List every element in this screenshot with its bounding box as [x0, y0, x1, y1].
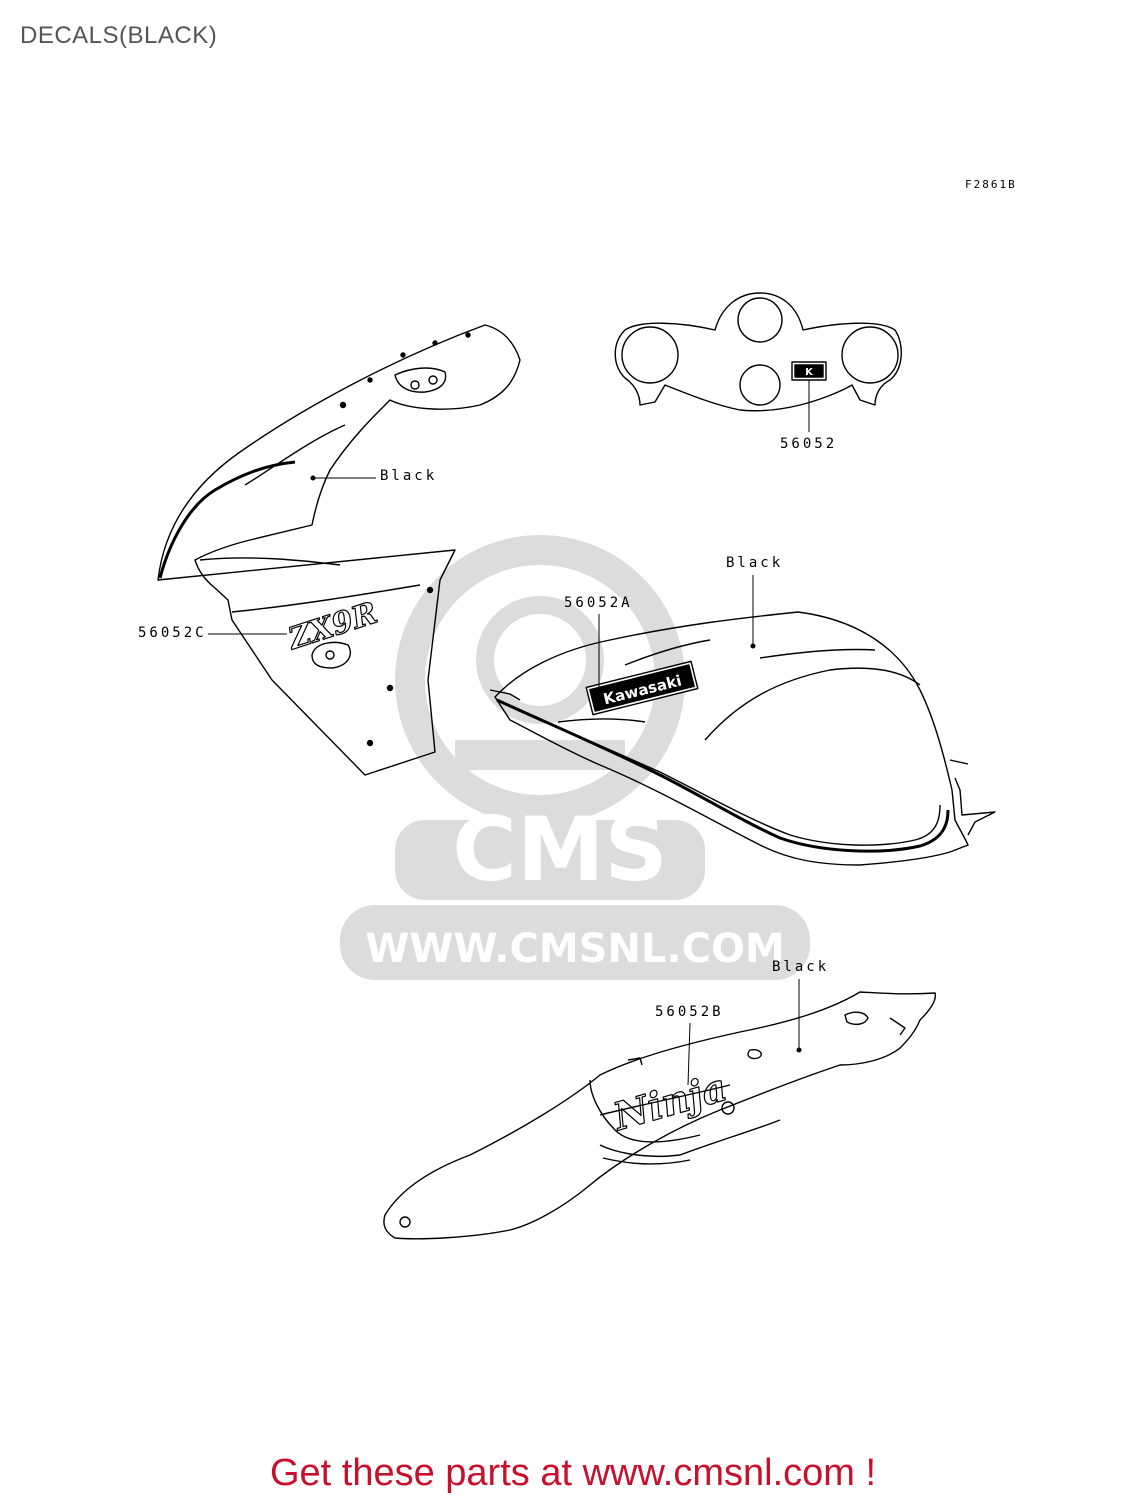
tail-part-leader [687, 1022, 691, 1086]
fairing-color-label: Black [380, 468, 438, 484]
bracket-part-number: 56052 [780, 436, 838, 452]
ninja-decal-text: Ninja [607, 1064, 731, 1139]
tank-color-dot [750, 643, 756, 649]
tail-cowl: Ninja [383, 991, 937, 1240]
top-bracket: K [614, 292, 902, 412]
watermark-brand: CMS [452, 798, 668, 901]
tank-color-label: Black [726, 555, 784, 571]
promo-link[interactable]: Get these parts at www.cmsnl.com ! [269, 1452, 877, 1494]
zx9r-decal-text: ZX9R [283, 596, 381, 658]
tail-part-number: 56052B [655, 1004, 724, 1020]
front-fairing: ZX9R [157, 324, 521, 776]
tail-color-dot [796, 1047, 802, 1053]
fairing-color-dot [310, 475, 316, 481]
k-logo-decal: K [805, 367, 814, 378]
tank-part-number: 56052A [564, 595, 633, 611]
fairing-part-number: 56052C [138, 625, 207, 641]
watermark-url: WWW.CMSNL.COM [365, 926, 785, 972]
figure-code: F2861B [965, 178, 1017, 191]
page-title: DECALS(BLACK) [20, 22, 218, 49]
tail-color-label: Black [772, 959, 830, 975]
fuel-tank: Kawasaki [489, 611, 996, 866]
cms-watermark: CMS WWW.CMSNL.COM [340, 535, 810, 980]
